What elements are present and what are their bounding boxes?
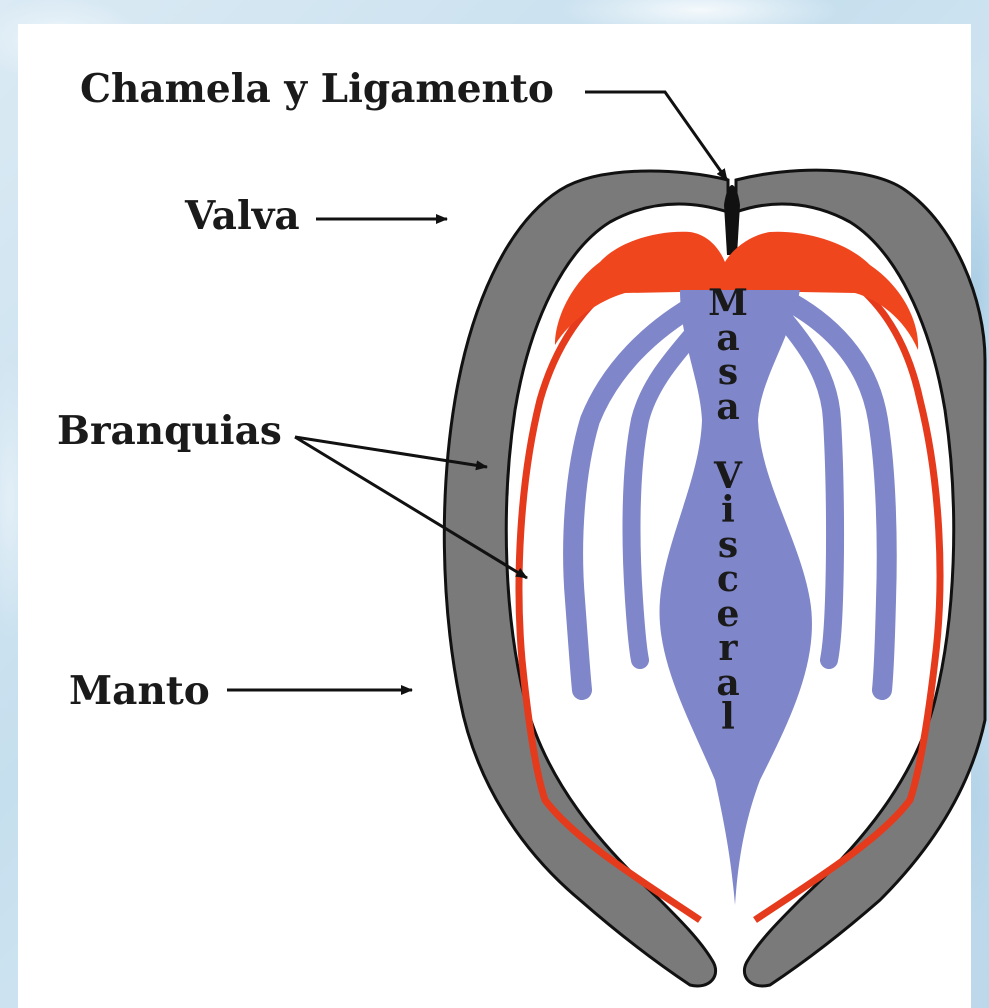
visceral-label-letter: s: [700, 528, 756, 563]
visceral-label-letter: V: [700, 459, 756, 494]
visceral-label-letter: M: [700, 286, 756, 321]
visceral-label-letter: i: [700, 493, 756, 528]
visceral-label-letter: e: [700, 597, 756, 632]
visceral-label-letter: c: [700, 562, 756, 597]
visceral-label-letter: r: [700, 631, 756, 666]
hinge-ligament: [724, 185, 740, 255]
valve-label: Valva: [185, 197, 300, 236]
hinge-pointer: [585, 92, 727, 180]
mantle-label: Manto: [69, 672, 210, 711]
hinge-label: Chamela y Ligamento: [80, 70, 554, 109]
label-gap: [700, 424, 756, 459]
visceral-label-letter: l: [700, 700, 756, 735]
visceral-label-letter: a: [700, 390, 756, 425]
visceral-label-letter: a: [700, 321, 756, 356]
visceral-label-letter: a: [700, 666, 756, 701]
visceral-label-letter: s: [700, 355, 756, 390]
gills-label: Branquias: [57, 412, 282, 451]
